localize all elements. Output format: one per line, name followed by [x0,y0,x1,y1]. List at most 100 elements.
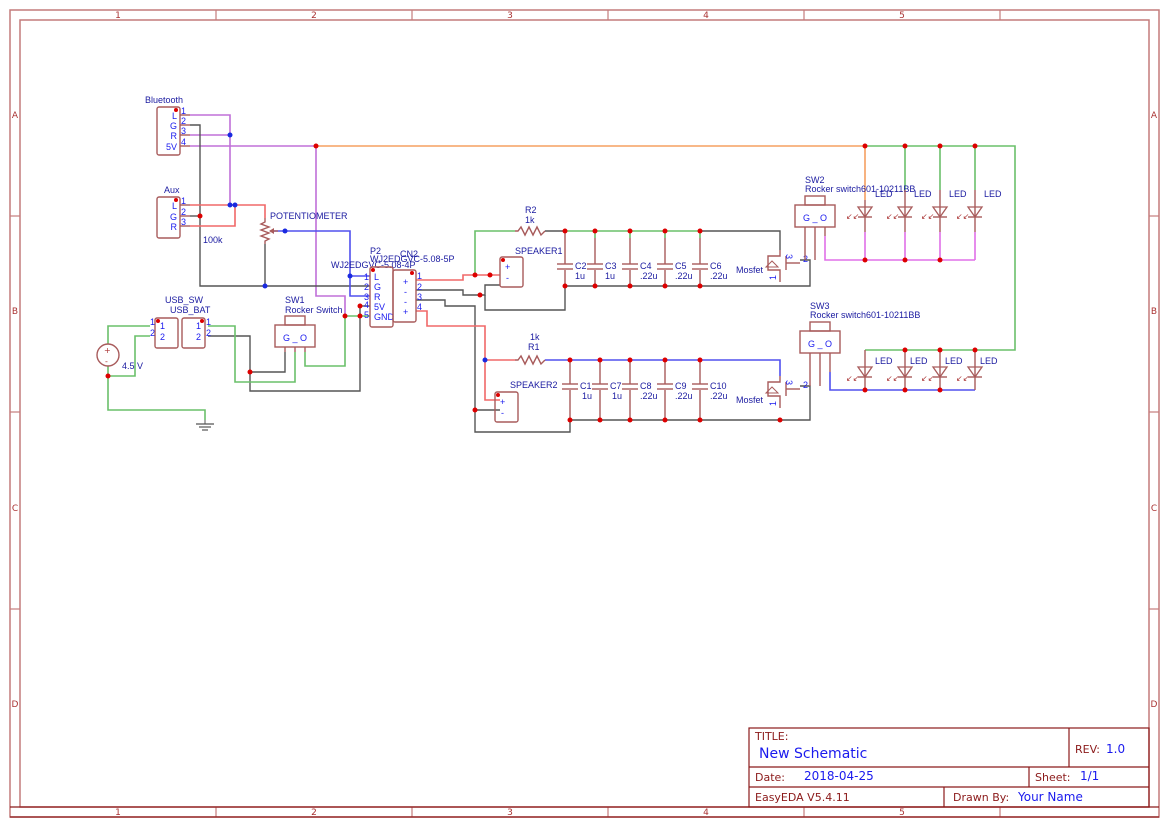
svg-text:.22u: .22u [675,271,693,281]
svg-text:C: C [12,504,18,514]
capacitor-c10[interactable]: C10 .22u [692,360,728,420]
svg-text:B: B [1151,307,1157,317]
svg-text:G: G [170,212,177,222]
revision: 1.0 [1106,742,1125,756]
svg-text:LED: LED [949,189,967,199]
svg-text:3: 3 [181,217,186,227]
mosfet-top[interactable]: Mosfet 3 1 2 [736,250,808,282]
svg-text:4: 4 [181,137,186,147]
svg-text:C1: C1 [580,381,592,391]
capacitor-c4[interactable]: C4 .22u [622,238,658,286]
led-top-2[interactable]: ↙↙ LED [886,189,932,232]
usb-bat[interactable]: USB_BAT 1 2 1 2 [170,305,211,349]
svg-text:Sheet:: Sheet: [1035,771,1071,784]
led-bottom-3[interactable]: ↙↙ LED [921,350,963,390]
svg-text:1: 1 [768,401,778,406]
svg-text:3: 3 [784,380,794,385]
capacitor-c3[interactable]: C3 1u [587,238,617,286]
led-bottom-2[interactable]: ↙↙ LED [886,350,928,390]
sheet-number: 1/1 [1080,769,1099,783]
svg-text:2: 2 [364,282,369,292]
led-bottom-4[interactable]: ↙↙ LED [956,350,998,390]
svg-text:SW3: SW3 [810,301,830,311]
capacitor-c7[interactable]: C7 1u [592,360,622,420]
speaker2[interactable]: SPEAKER2 + - [494,380,558,423]
svg-text:↙↙: ↙↙ [921,212,934,221]
cn2-connector[interactable]: CN2 1 2 3 4 + - - + [392,249,422,323]
resistor-r2[interactable]: R2 1k [515,205,546,237]
svg-text:R: R [171,222,178,232]
svg-text:.22u: .22u [710,391,728,401]
capacitor-c2[interactable]: C2 1u [557,231,587,286]
capacitor-c5[interactable]: C5 .22u [657,238,693,286]
svg-text:SPEAKER1: SPEAKER1 [515,246,563,256]
title-label: TITLE: [754,730,788,743]
drawn-by: Your Name [1017,790,1083,804]
svg-text:4: 4 [364,300,369,310]
led-top-1[interactable]: ↙↙ LED [846,189,893,232]
svg-text:100k: 100k [203,235,223,245]
date: 2018-04-25 [804,769,874,783]
svg-text:1k: 1k [530,332,540,342]
svg-text:C2: C2 [575,261,587,271]
svg-text:D: D [1151,700,1158,710]
svg-text:LED: LED [980,356,998,366]
svg-text:3: 3 [417,292,422,302]
leds-top: ↙↙ LED ↙↙ LED ↙↙ LED ↙↙ LED [846,189,1002,232]
capacitor-c8[interactable]: C8 .22u [622,360,658,420]
led-bottom-1[interactable]: ↙↙ LED [846,350,893,390]
leds-bottom: ↙↙ LED ↙↙ LED ↙↙ LED ↙↙ LED [846,350,998,390]
svg-text:5: 5 [899,11,905,21]
speaker1[interactable]: SPEAKER1 + - [499,246,563,288]
svg-text:L: L [374,272,379,282]
led-top-3[interactable]: ↙↙ LED [921,189,967,232]
svg-text:1k: 1k [525,215,535,225]
sw3-rocker-switch[interactable]: SW3 Rocker switch601-10211BB G _ O [799,301,920,386]
svg-text:R2: R2 [525,205,537,215]
capacitor-c9[interactable]: C9 .22u [657,360,693,420]
svg-text:2: 2 [206,328,211,338]
capacitor-c1[interactable]: C1 1u [562,360,592,420]
svg-text:.22u: .22u [640,391,658,401]
led-top-4[interactable]: ↙↙ LED [956,189,1002,232]
sw1-rocker-switch[interactable]: SW1 Rocker Switch G _ O [274,295,343,352]
svg-text:+: + [403,277,408,287]
svg-text:R1: R1 [528,342,540,352]
svg-text:3: 3 [507,11,513,21]
svg-text:↙↙: ↙↙ [921,374,934,383]
svg-text:R: R [171,131,178,141]
mosfet-bottom[interactable]: Mosfet 3 1 2 [736,376,808,408]
svg-text:3: 3 [507,808,513,818]
svg-text:+: + [500,397,505,407]
capacitor-c6[interactable]: C6 .22u [692,238,728,286]
svg-text:1: 1 [206,317,211,327]
svg-text:-: - [506,273,509,283]
svg-text:↙↙: ↙↙ [956,212,969,221]
svg-text:LED: LED [875,189,893,199]
svg-text:4: 4 [417,302,422,312]
svg-text:4: 4 [703,808,709,818]
svg-text:D: D [12,700,19,710]
svg-text:1: 1 [150,317,155,327]
software-version: EasyEDA V5.4.11 [755,791,850,804]
svg-text:2: 2 [196,332,201,342]
svg-text:Rocker switch601-10211BB: Rocker switch601-10211BB [810,310,920,320]
led-wires-top [864,146,976,260]
bluetooth-module[interactable]: Bluetooth 1 2 3 4 L G R 5V [145,95,190,156]
svg-text:↙↙: ↙↙ [846,212,859,221]
svg-text:B: B [12,307,18,317]
aux-connector[interactable]: Aux 1 2 3 L G R [156,185,190,239]
p2-connector[interactable]: P2 WJ2EDGVC-5.08-4P WJ2EDGVC-5.08-5P 1 2… [331,246,455,328]
battery-source[interactable]: + - 4.5 V [96,343,143,371]
svg-text:↙↙: ↙↙ [846,374,859,383]
sw2-rocker-switch[interactable]: SW2 Rocker switch601-10211BB G _ O [794,175,915,260]
usb-sw[interactable]: USB_SW 1 2 1 2 [150,295,204,349]
junctions [105,132,978,423]
svg-text:Drawn By:: Drawn By: [953,791,1009,804]
svg-text:P2: P2 [370,246,381,256]
resistor-r1[interactable]: 1k R1 [515,332,546,366]
svg-text:Date:: Date: [755,771,785,784]
svg-text:2: 2 [803,380,808,390]
potentiometer[interactable]: POTENTIOMETER 100k [203,211,348,245]
